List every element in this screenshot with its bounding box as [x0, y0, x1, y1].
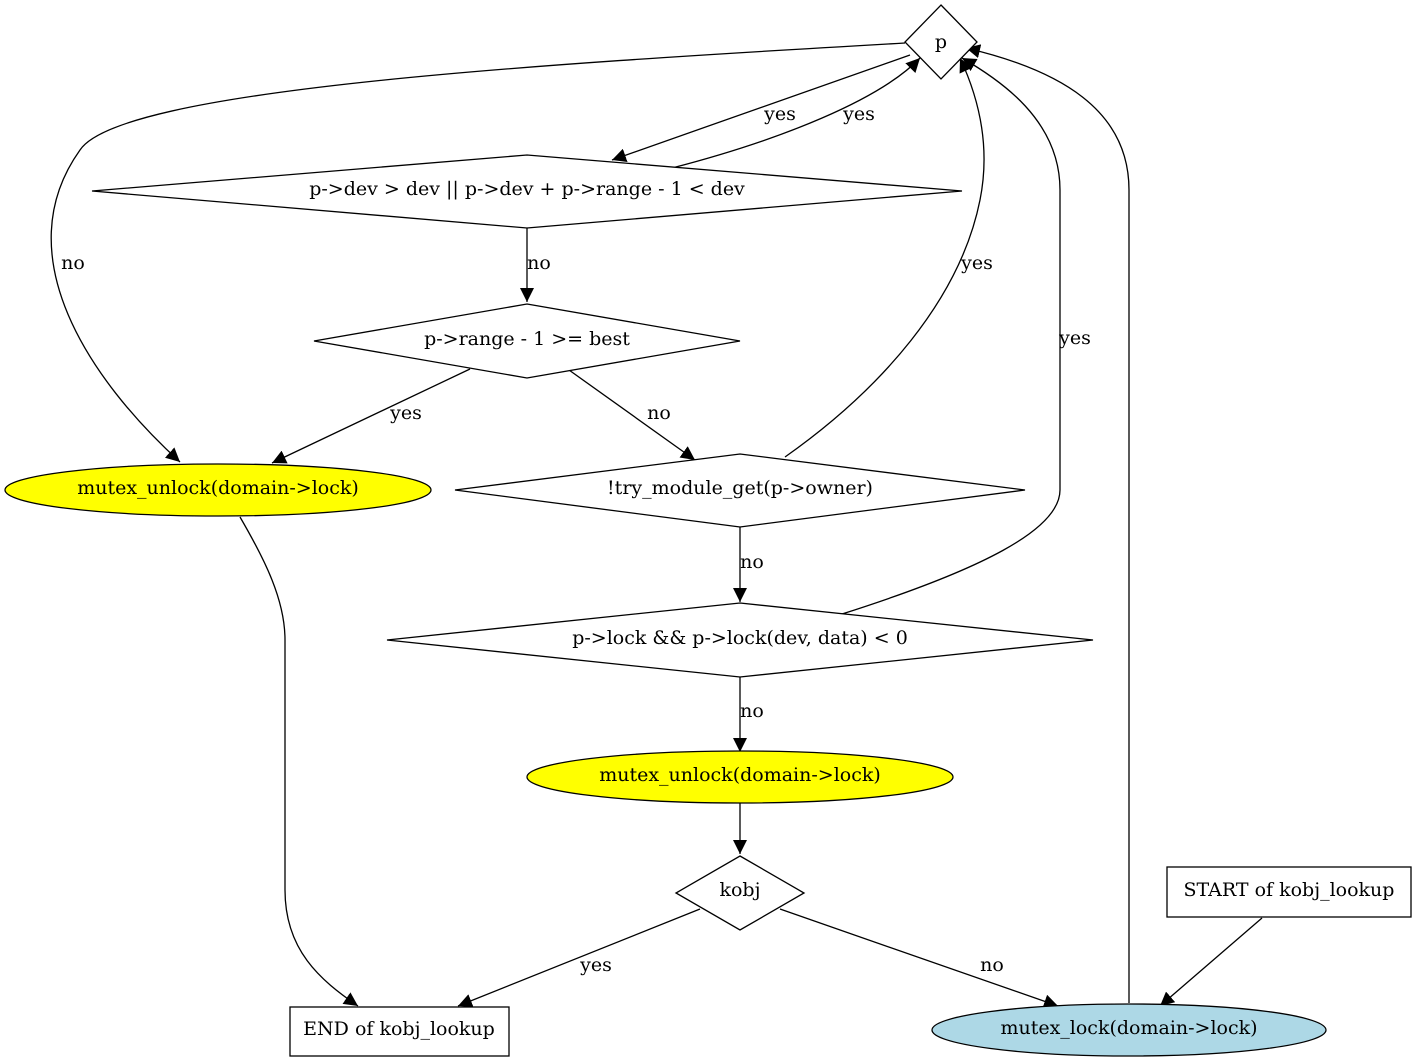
- node-p: p: [904, 4, 978, 80]
- edge-label-try-module-to-lock-check: no: [740, 551, 764, 573]
- edge-label-lock-check-to-p: yes: [1058, 327, 1091, 349]
- edge-p-to-dev-range: [611, 54, 911, 162]
- node-unlock-left-label: mutex_unlock(domain->lock): [77, 477, 359, 499]
- edge-range-best-to-unlock-left: [271, 368, 471, 464]
- edge-unlock-left-to-end: [239, 516, 359, 1007]
- node-try-module-check: !try_module_get(p->owner): [454, 453, 1026, 528]
- edge-label-p-to-unlock-left: no: [61, 252, 85, 274]
- edge-kobj-to-lock: [779, 908, 1059, 1008]
- node-p-label: p: [935, 31, 947, 53]
- node-dev-range-check-label: p->dev > dev || p->dev + p->range - 1 < …: [309, 178, 745, 200]
- edge-label-range-best-to-unlock-left: yes: [389, 402, 422, 424]
- node-end: END of kobj_lookup: [289, 1006, 510, 1057]
- edge-label-kobj-to-end: yes: [579, 954, 612, 976]
- edge-label-p-to-dev-range: yes: [763, 103, 796, 125]
- edge-range-best-to-try-module: [568, 369, 696, 461]
- node-dev-range-check: p->dev > dev || p->dev + p->range - 1 < …: [91, 154, 963, 229]
- node-start-label: START of kobj_lookup: [1184, 879, 1395, 901]
- edge-start-to-lock: [1159, 917, 1263, 1007]
- node-unlock-left: mutex_unlock(domain->lock): [4, 463, 432, 517]
- edge-label-lock-check-to-unlock-mid: no: [740, 700, 764, 722]
- edge-label-dev-range-to-p: yes: [842, 103, 875, 125]
- edge-dev-range-to-p: [671, 57, 921, 169]
- node-range-best-check: p->range - 1 >= best: [313, 303, 741, 379]
- nodes: p p->dev > dev || p->dev + p->range - 1 …: [4, 4, 1412, 1057]
- edge-p-to-unlock-left: [50, 42, 906, 463]
- node-unlock-mid-label: mutex_unlock(domain->lock): [599, 764, 881, 786]
- node-end-label: END of kobj_lookup: [303, 1018, 495, 1040]
- node-try-module-check-label: !try_module_get(p->owner): [607, 477, 873, 499]
- edge-lock-to-p: [965, 44, 1130, 1003]
- node-mutex-lock: mutex_lock(domain->lock): [931, 1003, 1327, 1057]
- edge-label-try-module-to-p: yes: [960, 252, 993, 274]
- node-lock-check: p->lock && p->lock(dev, data) < 0: [386, 602, 1094, 678]
- edge-kobj-to-end: [457, 908, 701, 1008]
- node-kobj: kobj: [674, 855, 806, 931]
- node-range-best-check-label: p->range - 1 >= best: [424, 328, 630, 350]
- node-kobj-label: kobj: [719, 879, 760, 901]
- edge-label-dev-range-to-range-best: no: [527, 252, 551, 274]
- edges: [50, 42, 1263, 1008]
- node-start: START of kobj_lookup: [1166, 866, 1412, 918]
- node-lock-check-label: p->lock && p->lock(dev, data) < 0: [572, 627, 908, 649]
- edge-try-module-to-p: [784, 57, 985, 458]
- node-unlock-mid: mutex_unlock(domain->lock): [526, 750, 954, 804]
- node-mutex-lock-label: mutex_lock(domain->lock): [1000, 1017, 1257, 1039]
- edge-label-kobj-to-lock: no: [980, 954, 1004, 976]
- edge-labels: yes yes no no yes no yes no yes no yes n…: [61, 103, 1091, 976]
- edge-label-range-best-to-try-module: no: [647, 402, 671, 424]
- edge-lock-check-to-p: [841, 57, 1061, 615]
